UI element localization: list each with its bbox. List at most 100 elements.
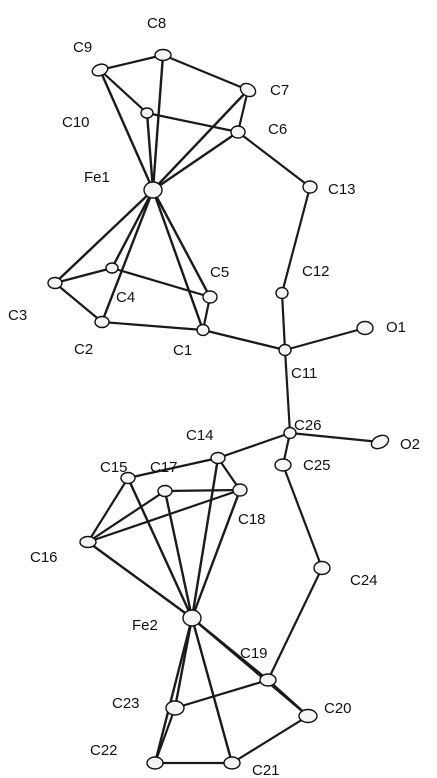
label-c20: C20 xyxy=(324,700,352,717)
label-fe1: Fe1 xyxy=(84,169,110,186)
bond-fe1-c9 xyxy=(98,68,155,192)
atom-c7 xyxy=(239,82,257,98)
label-c19: C19 xyxy=(240,645,268,662)
bond-c11-c26 xyxy=(283,348,292,435)
atom-c12 xyxy=(275,286,289,300)
bond-c23-c19 xyxy=(173,678,270,710)
atom-c20 xyxy=(298,708,318,724)
label-c4: C4 xyxy=(116,289,135,306)
label-c22: C22 xyxy=(90,742,118,759)
atom-c19 xyxy=(259,673,277,687)
bond-c20-c21 xyxy=(230,714,310,765)
bond-c16-c18 xyxy=(86,488,242,544)
label-c21: C21 xyxy=(252,762,280,778)
atom-c1 xyxy=(196,323,210,337)
atom-c3 xyxy=(47,276,63,290)
label-c5: C5 xyxy=(210,264,229,281)
bond-fe1-c7 xyxy=(151,88,250,192)
bond-fe1-c3 xyxy=(53,188,155,285)
atom-fe2 xyxy=(182,609,202,627)
atom-c24 xyxy=(313,560,331,576)
label-c8: C8 xyxy=(147,15,166,32)
atom-o2 xyxy=(370,434,390,450)
label-c7: C7 xyxy=(270,82,289,99)
bond-c4-c5 xyxy=(110,266,212,299)
atom-c22 xyxy=(146,756,164,770)
bond-c24-c19 xyxy=(266,566,324,682)
bond-c8-c7 xyxy=(161,53,250,92)
bond-fe1-c10 xyxy=(145,111,155,192)
bond-fe1-c8 xyxy=(151,53,165,192)
label-c14: C14 xyxy=(186,427,214,444)
label-c13: C13 xyxy=(328,181,356,198)
atom-c14 xyxy=(210,451,226,465)
bond-c6-c10 xyxy=(145,111,240,134)
bond-c16-c15 xyxy=(86,476,130,544)
atom-c10 xyxy=(140,107,154,119)
bond-fe2-c20 xyxy=(190,616,310,718)
atom-c5 xyxy=(202,290,218,304)
bond-fe2-c17 xyxy=(163,489,194,620)
atom-c21 xyxy=(223,756,241,770)
label-c6: C6 xyxy=(268,121,287,138)
label-c9: C9 xyxy=(73,39,92,56)
atom-c13 xyxy=(302,180,318,194)
bond-fe2-c16 xyxy=(86,540,194,620)
label-c15: C15 xyxy=(100,459,128,476)
bond-fe1-c1 xyxy=(151,188,205,332)
bond-c3-c4 xyxy=(53,266,114,285)
bond-fe2-c14 xyxy=(190,456,220,620)
bond-fe1-c4 xyxy=(110,188,155,270)
atom-c16 xyxy=(79,535,97,549)
atom-c25 xyxy=(274,458,292,472)
label-c26: C26 xyxy=(294,417,322,434)
label-fe2: Fe2 xyxy=(132,617,158,634)
bond-c12-c11 xyxy=(280,291,287,352)
atom-c11 xyxy=(278,343,292,357)
bond-fe1-c6 xyxy=(151,130,240,192)
atom-c9 xyxy=(91,63,109,77)
bond-c1-c11 xyxy=(201,328,287,352)
bond-c7-c6 xyxy=(236,88,250,134)
bond-fe2-c22 xyxy=(153,616,194,765)
bond-c15-c14 xyxy=(126,456,220,480)
bond-c25-c24 xyxy=(281,463,324,570)
label-c10: C10 xyxy=(62,114,90,131)
atoms xyxy=(47,48,390,770)
atom-c23 xyxy=(165,700,185,716)
atom-c26 xyxy=(283,426,297,440)
bond-c1-c2 xyxy=(100,320,205,332)
label-c1: C1 xyxy=(173,342,192,359)
bond-c26-o2 xyxy=(288,431,382,444)
bonds xyxy=(53,53,382,765)
atom-c4 xyxy=(105,262,119,274)
bond-c17-c16 xyxy=(86,489,167,544)
atom-c15 xyxy=(120,471,136,485)
atom-c6 xyxy=(230,125,246,139)
label-c3: C3 xyxy=(8,307,27,324)
atom-o1 xyxy=(356,320,374,336)
label-c23: C23 xyxy=(112,695,140,712)
bond-fe1-c5 xyxy=(151,188,212,299)
label-c25: C25 xyxy=(303,457,331,474)
atom-fe1 xyxy=(143,181,163,199)
atom-c17 xyxy=(157,484,173,498)
label-c2: C2 xyxy=(74,341,93,358)
atom-c8 xyxy=(154,48,172,62)
label-c17: C17 xyxy=(150,459,178,476)
label-c11: C11 xyxy=(291,365,317,382)
bond-c2-c3 xyxy=(53,281,104,324)
bond-c13-c12 xyxy=(280,185,312,295)
bond-fe2-c21 xyxy=(190,616,234,765)
bond-fe2-c18 xyxy=(190,488,242,620)
label-o1: O1 xyxy=(386,319,406,336)
label-c24: C24 xyxy=(350,572,378,589)
bond-fe1-c2 xyxy=(100,188,155,324)
label-c16: C16 xyxy=(30,549,58,566)
bond-fe2-c23 xyxy=(173,616,194,710)
label-o2: O2 xyxy=(400,436,420,453)
bond-c6-c13 xyxy=(236,130,312,189)
bond-c26-c14 xyxy=(216,431,292,460)
